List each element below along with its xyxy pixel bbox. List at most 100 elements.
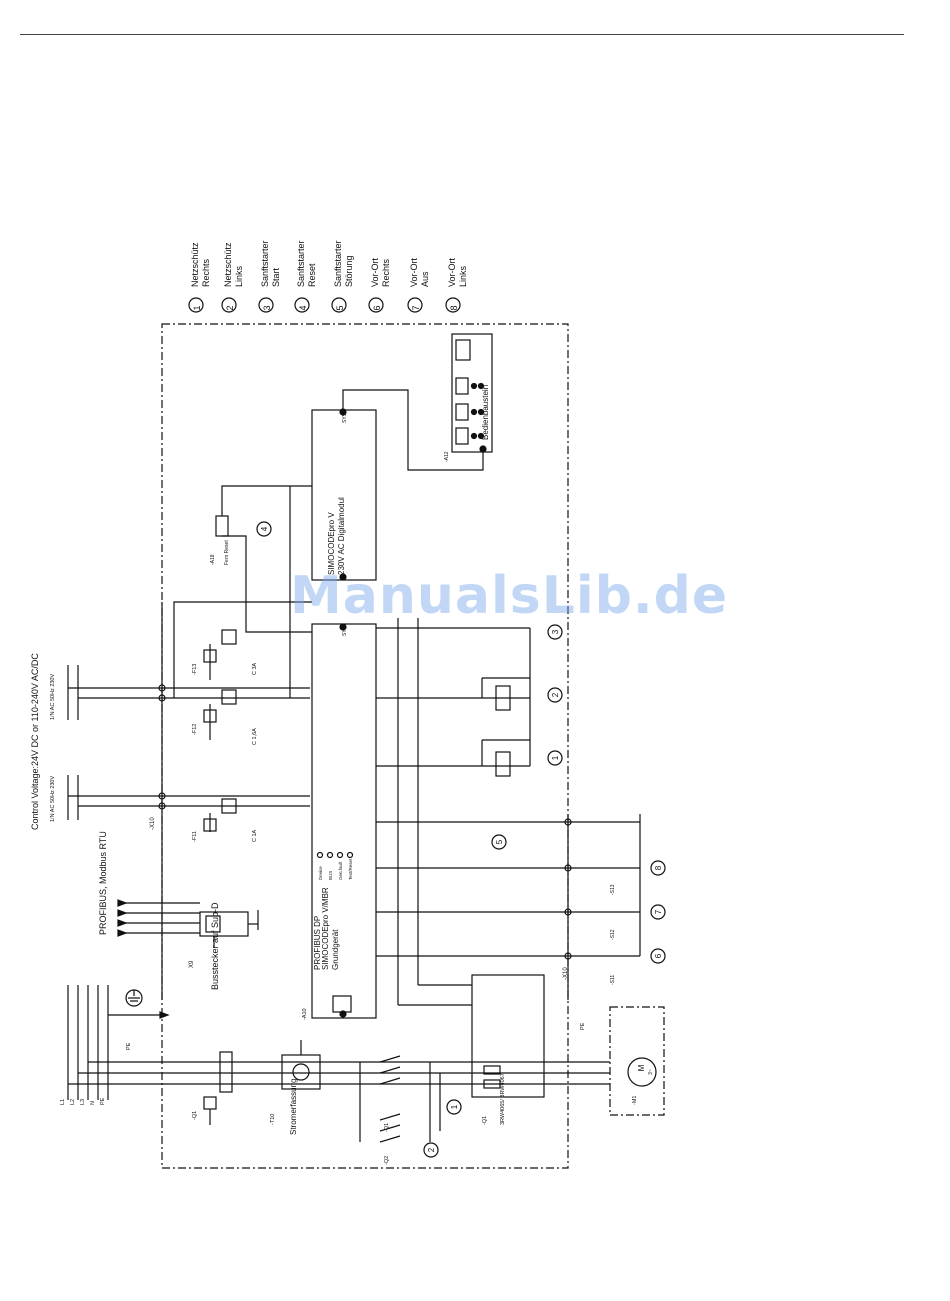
svg-text:SYS: SYS — [342, 412, 348, 423]
x10-label: -X10 — [150, 817, 156, 830]
svg-text:BUS: BUS — [328, 871, 333, 880]
busstecker-label: Busstecker auf Sub-D — [210, 902, 220, 990]
operator-panel: Bedienbaustein -A12 — [342, 333, 493, 471]
svg-text:5: 5 — [495, 839, 504, 844]
svg-text:-Q1: -Q1 — [482, 1116, 488, 1125]
svg-text:L3: L3 — [80, 1099, 86, 1105]
x10-label: -X10 — [563, 967, 569, 980]
svg-text:2: 2 — [225, 305, 235, 310]
svg-text:-A12: -A12 — [444, 451, 450, 462]
header-rule — [20, 34, 904, 35]
svg-text:SYS: SYS — [342, 625, 348, 636]
watermark: ManualsLib.de — [290, 566, 729, 626]
svg-text:3~: 3~ — [648, 1069, 654, 1075]
control-supply-lines — [67, 665, 310, 820]
svg-text:Rechts: Rechts — [381, 258, 391, 287]
svg-text:3: 3 — [551, 629, 560, 634]
svg-text:Start: Start — [271, 267, 281, 287]
svg-text:PE: PE — [126, 1042, 132, 1050]
svg-text:Sanftstarter: Sanftstarter — [296, 240, 306, 287]
svg-text:8: 8 — [449, 305, 459, 310]
fuse-f13: -F13 C 3A — [192, 629, 258, 680]
svg-text:C 1A: C 1A — [252, 829, 258, 842]
svg-text:Störung: Störung — [344, 255, 354, 287]
svg-text:-Q2: -Q2 — [384, 1156, 390, 1165]
supply-ac-label: 1/N AC 50Hz 230V — [50, 776, 56, 822]
svg-text:Vor-Ort: Vor-Ort — [447, 257, 457, 287]
svg-text:230V AC Digitalmodul: 230V AC Digitalmodul — [337, 497, 346, 575]
svg-text:Netzschütz: Netzschütz — [223, 242, 233, 287]
svg-text:Bedienbaustein: Bedienbaustein — [481, 385, 490, 440]
legend: 1 Netzschütz Rechts 2 Netzschütz Links 3… — [188, 240, 468, 313]
svg-text:PE: PE — [580, 1022, 586, 1030]
svg-text:-S12: -S12 — [610, 929, 616, 940]
svg-text:4: 4 — [298, 305, 308, 310]
svg-text:Device: Device — [318, 866, 323, 880]
svg-text:Stromerfassung: Stromerfassung — [289, 1079, 298, 1135]
svg-text:6: 6 — [372, 305, 382, 310]
svg-text:7: 7 — [654, 909, 663, 914]
svg-text:Links: Links — [458, 265, 468, 287]
softstarter-q1: -Q1 3RW4065/ 3RW4067 — [471, 974, 545, 1125]
svg-text:1: 1 — [450, 1104, 459, 1109]
svg-text:SIMOCODEpro V: SIMOCODEpro V — [327, 512, 336, 575]
svg-text:PROFIBUS DP: PROFIBUS DP — [313, 916, 322, 970]
svg-text:-A18: -A18 — [210, 554, 216, 565]
svg-text:Sanftstarter: Sanftstarter — [260, 240, 270, 287]
svg-text:-Q1: -Q1 — [192, 1111, 198, 1120]
svg-text:Vor-Ort: Vor-Ort — [409, 257, 419, 287]
svg-text:4: 4 — [260, 526, 269, 531]
remote-reset-a18: -A18 Fern Reset — [210, 485, 312, 633]
svg-text:3: 3 — [262, 305, 272, 310]
legend-label: Netzschütz — [190, 242, 200, 287]
svg-text:1: 1 — [551, 755, 560, 760]
motor-boundary — [609, 1006, 665, 1116]
svg-text:-F13: -F13 — [192, 664, 198, 675]
svg-text:C 3A: C 3A — [252, 662, 258, 675]
supply-ac-label: 1/N AC 50Hz 230V — [50, 674, 56, 720]
svg-text:-F12: -F12 — [192, 724, 198, 735]
marker-1 — [446, 1099, 462, 1115]
svg-text:C 1,6A: C 1,6A — [252, 728, 258, 745]
svg-text:-Q1: -Q1 — [384, 1123, 390, 1132]
svg-text:Vor-Ort: Vor-Ort — [370, 257, 380, 287]
control-wiring: -S13 -S12 -S11 — [161, 486, 666, 1006]
svg-text:Aus: Aus — [420, 271, 430, 287]
svg-text:L1: L1 — [60, 1099, 66, 1105]
fuse-f12: -F12 C 1,6A — [192, 689, 258, 745]
svg-text:6: 6 — [654, 953, 663, 958]
svg-text:Fern Reset: Fern Reset — [224, 540, 230, 565]
x9-label: X9 — [189, 960, 195, 968]
svg-text:-S13: -S13 — [610, 884, 616, 895]
svg-text:-T10: -T10 — [270, 1114, 276, 1125]
svg-text:PE: PE — [100, 1097, 106, 1105]
svg-text:Grundgerät: Grundgerät — [331, 929, 340, 970]
fuse-f11: -F11 C 1A — [192, 798, 258, 842]
svg-text:2: 2 — [551, 692, 560, 697]
svg-text:1: 1 — [192, 305, 202, 310]
profibus-label: PROFIBUS, Modbus RTU — [98, 831, 108, 935]
svg-text:2: 2 — [427, 1147, 436, 1152]
svg-text:M: M — [637, 1064, 646, 1071]
main-breaker-q1: -Q1 — [192, 1051, 233, 1125]
svg-text:N: N — [90, 1101, 96, 1105]
current-transformer: Stromerfassung -T10 — [270, 1040, 321, 1135]
diagram-markers: 4 3 2 1 5 8 7 6 — [260, 526, 663, 958]
main-power-lines — [67, 985, 610, 1100]
control-voltage-label: Control Voltage:24V DC or 110-240V AC/DC — [30, 653, 40, 830]
svg-text:7: 7 — [411, 305, 421, 310]
svg-text:-F11: -F11 — [192, 831, 198, 842]
svg-text:5: 5 — [335, 305, 345, 310]
marker-2 — [423, 1142, 439, 1158]
svg-text:Test/Reset: Test/Reset — [348, 858, 353, 880]
profibus-connector — [117, 899, 259, 948]
svg-text:L2: L2 — [70, 1099, 76, 1105]
svg-text:Reset: Reset — [307, 263, 317, 287]
svg-text:8: 8 — [654, 865, 663, 870]
simocode-digital-module: SIMOCODEpro V 230V AC Digitalmodul SYS — [311, 408, 377, 581]
svg-text:Sanftstarter: Sanftstarter — [333, 240, 343, 287]
svg-text:3RW4065/ 3RW4067: 3RW4065/ 3RW4067 — [500, 1073, 506, 1125]
svg-text:-M1: -M1 — [632, 1096, 638, 1105]
svg-text:SIMOCODEpro V/MBR: SIMOCODEpro V/MBR — [321, 887, 330, 970]
